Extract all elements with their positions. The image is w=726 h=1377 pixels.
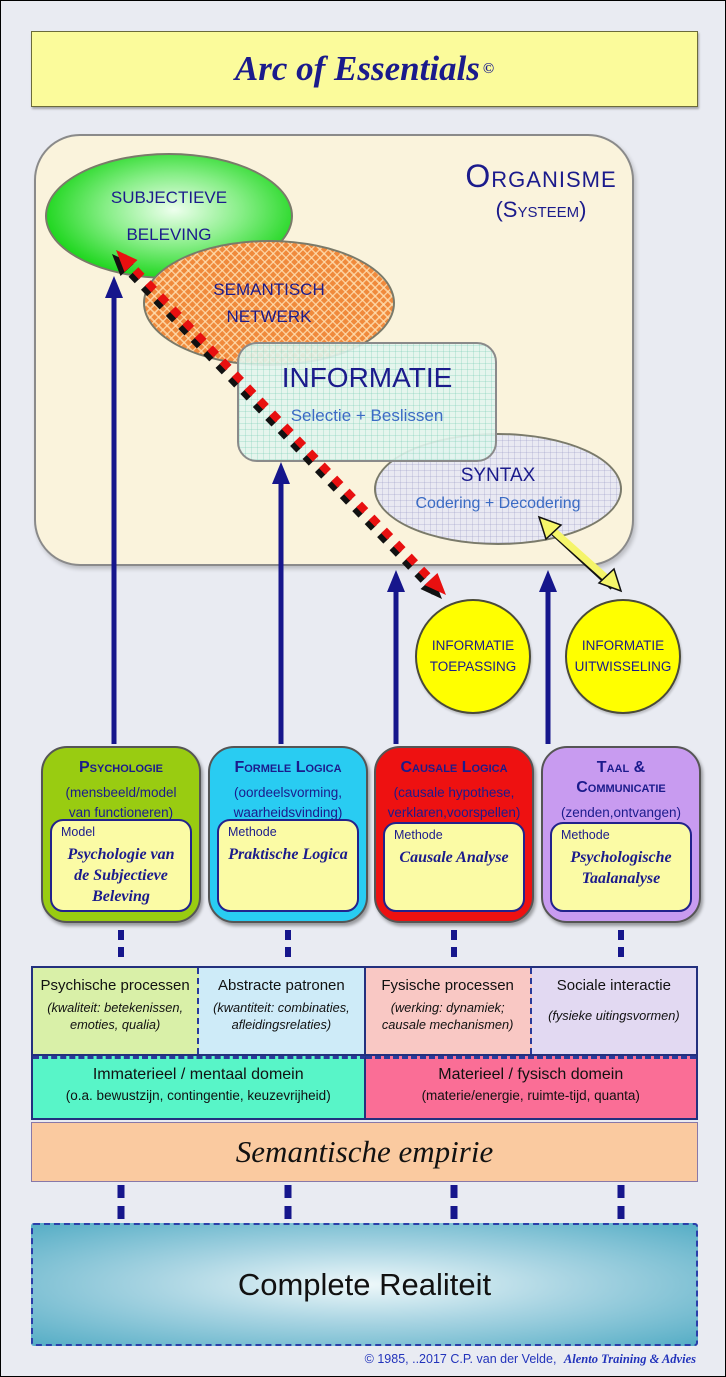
organism-label: Organisme (Systeem) — [416, 158, 666, 223]
information-exchange-label: INFORMATIE UITWISSELING — [574, 638, 672, 674]
domain-title: Sociale interactie — [556, 977, 671, 994]
realm-title: Materieel / fysisch domein — [438, 1066, 624, 1083]
discipline-subtitle: (oordeelsvorming, waarheidsvinding) — [233, 785, 343, 821]
footer-brand: Alento Training & Advies — [563, 1352, 696, 1366]
syntax-sublabel: Codering + Decodering — [415, 495, 581, 512]
semantic-network-label: SEMANTISCH NETWERK — [213, 279, 325, 326]
information-box: INFORMATIE Selectie + Beslissen — [237, 342, 497, 462]
methode-panel: Methode Causale Analyse — [383, 822, 525, 912]
subjective-experience-label: SUBJECTIEVE BELEVING — [110, 187, 228, 244]
syntax-label: SYNTAX — [460, 465, 536, 486]
organism-title: Organisme — [465, 158, 617, 194]
domain-detail: (fysieke uitingsvormen) — [548, 1008, 680, 1024]
discipline-taal-communicatie: Taal & Communicatie (zenden,ontvangen) M… — [541, 746, 701, 923]
discipline-title: Psychologie — [78, 759, 163, 776]
domain-detail: (werking: dynamiek; causale mechanismen) — [381, 1000, 514, 1032]
panel-label: Model — [61, 825, 96, 839]
discipline-formele-logica: Formele Logica (oordeelsvorming, waarhei… — [208, 746, 368, 923]
realm-detail: (o.a. bewustzijn, contingentie, keuzevri… — [65, 1088, 331, 1103]
model-panel: Model Psychologie van de Subjectieve Bel… — [50, 819, 192, 912]
realm-strips: Immaterieel / mentaal domein (o.a. bewus… — [31, 1056, 698, 1120]
methode-panel: Methode Psychologische Taalanalyse — [550, 822, 692, 912]
discipline-title: Formele Logica — [234, 759, 342, 776]
dashed-connectors-upper — [118, 930, 624, 963]
domain-sociale-interactie: Sociale interactie (fysieke uitingsvorme… — [531, 968, 696, 1054]
domain-detail: (kwantiteit: combinaties, afleidingsrela… — [213, 1000, 350, 1032]
arrowhead-shadow — [420, 577, 442, 599]
arrowhead — [387, 570, 405, 592]
realm-detail: (materie/energie, ruimte-tijd, quanta) — [421, 1088, 640, 1103]
complete-reality-box: Complete Realiteit — [31, 1223, 698, 1346]
discipline-subtitle: (mensbeeld/model van functioneren) — [65, 785, 177, 821]
copyright-mark: © — [482, 60, 495, 77]
information-sublabel: Selectie + Beslissen — [290, 406, 444, 425]
domain-title: Psychische processen — [40, 977, 190, 994]
information-exchange-circle: INFORMATIE UITWISSELING — [565, 599, 681, 714]
page-title-text: Arc of Essentials — [234, 49, 480, 88]
realm-mental: Immaterieel / mentaal domein (o.a. bewus… — [33, 1056, 366, 1118]
panel-text: Psychologie van de Subjectieve Beleving — [67, 846, 175, 905]
realm-title: Immaterieel / mentaal domein — [92, 1066, 304, 1083]
footer-credit: © 1985, ..2017 C.P. van der Velde, Alent… — [365, 1352, 696, 1367]
information-label: INFORMATIE — [281, 362, 453, 393]
dashed-connectors-lower — [117, 1185, 625, 1222]
arrowhead — [424, 573, 446, 595]
discipline-subtitle: (zenden,ontvangen) — [560, 805, 682, 820]
footer-copyright: © 1985, ..2017 C.P. van der Velde, — [364, 1352, 557, 1366]
domain-detail: (kwaliteit: betekenissen, emoties, quali… — [47, 1000, 184, 1032]
information-application-label: INFORMATIE TOEPASSING — [429, 638, 517, 674]
panel-text: Psychologische Taalanalyse — [570, 849, 672, 887]
arrowhead — [597, 567, 623, 593]
discipline-title: Causale Logica — [400, 759, 508, 776]
methode-panel: Methode Praktische Logica — [217, 819, 359, 912]
information-application-circle: INFORMATIE TOEPASSING — [415, 599, 531, 714]
discipline-title: Taal & Communicatie — [576, 759, 666, 796]
panel-label: Methode — [394, 828, 443, 842]
panel-text: Causale Analyse — [399, 849, 509, 866]
panel-label: Methode — [228, 825, 277, 839]
organism-subtitle: (Systeem) — [495, 197, 587, 222]
domain-row: Psychische processen (kwaliteit: beteken… — [31, 966, 698, 1056]
arrowhead — [539, 570, 557, 592]
page-title: Arc of Essentials © — [31, 31, 698, 107]
semantic-empirie-label: Semantische empirie — [235, 1134, 494, 1169]
discipline-psychologie: Psychologie (mensbeeld/model van functio… — [41, 746, 201, 923]
discipline-subtitle: (causale hypothese, verklaren,voorspelle… — [387, 785, 521, 821]
realm-physical: Materieel / fysisch domein (materie/ener… — [365, 1056, 696, 1118]
domain-fysische-processen: Fysische processen (werking: dynamiek; c… — [365, 968, 532, 1054]
complete-reality-label: Complete Realiteit — [237, 1266, 492, 1302]
panel-label: Methode — [561, 828, 610, 842]
domain-title: Fysische processen — [381, 977, 514, 994]
domain-title: Abstracte patronen — [218, 977, 345, 994]
panel-text: Praktische Logica — [228, 846, 348, 863]
domain-abstracte-patronen: Abstracte patronen (kwantiteit: combinat… — [199, 968, 366, 1054]
organism-box: Organisme (Systeem) SUBJECTIEVE BELEVING… — [34, 134, 634, 566]
semantic-empirie-bar: Semantische empirie — [31, 1122, 698, 1182]
domain-psychische-processen: Psychische processen (kwaliteit: beteken… — [33, 968, 200, 1054]
discipline-causale-logica: Causale Logica (causale hypothese, verkl… — [374, 746, 534, 923]
